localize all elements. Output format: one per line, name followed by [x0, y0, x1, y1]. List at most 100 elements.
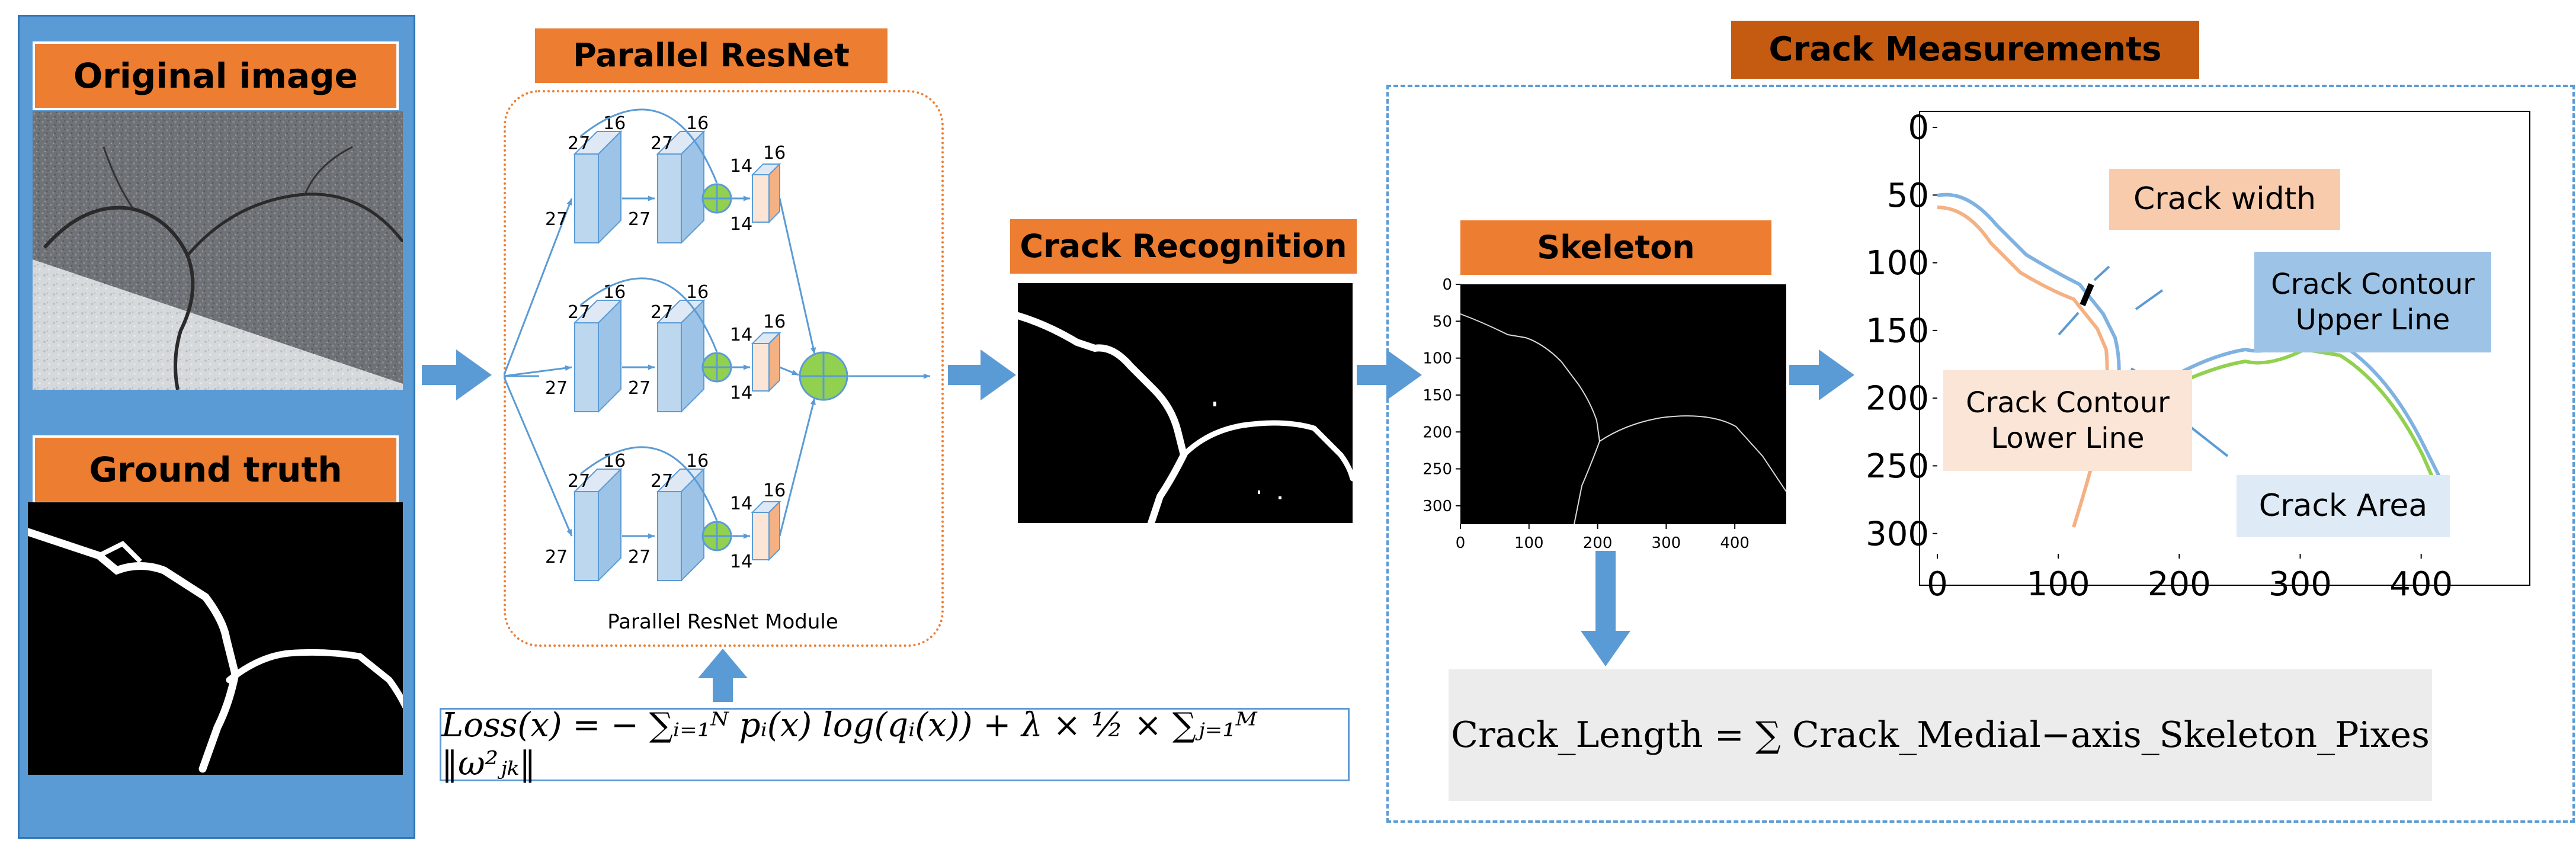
branch-3-conv-1-size: 27	[545, 547, 568, 567]
branch-2-conv-1	[573, 299, 623, 413]
branch-1-adder	[701, 183, 732, 214]
measure-xtick-0: 0	[1927, 565, 1948, 604]
branch-1-conv-2	[656, 130, 706, 245]
crack-area-annotation: Crack Area	[2237, 475, 2450, 537]
measure-ytick-4: 200	[1866, 380, 1929, 418]
skeleton-ytick-4: 200	[1422, 424, 1452, 441]
parallel-resnet-title: Parallel ResNet	[535, 28, 887, 83]
branch-3-out-block	[751, 500, 781, 562]
branch-2-adder	[701, 352, 732, 383]
arrow-recognition-to-skeleton	[1357, 349, 1422, 400]
branch-2-conv-1-size: 27	[545, 378, 568, 399]
branch-3-conv-2	[656, 467, 706, 582]
measure-xtick-4: 400	[2389, 565, 2453, 604]
measure-ytick-3: 150	[1866, 312, 1929, 350]
branch-3-out-size: 14	[730, 551, 752, 572]
measure-xtick-1: 100	[2027, 565, 2090, 604]
area-arrow	[2185, 422, 2229, 457]
merge-arrow-top	[778, 198, 816, 355]
branch-1-out-block	[751, 162, 781, 224]
branch-2-conv-2-side	[681, 299, 704, 413]
branch-3-conv-2-side	[681, 467, 704, 582]
upper-line-annotation: Crack Contour Upper Line	[2254, 252, 2491, 352]
merge-adder	[799, 351, 848, 401]
crack-recognition-output	[1018, 283, 1353, 523]
ground-truth-label: Ground truth	[33, 435, 399, 504]
branch-1-input-arrow-head	[566, 198, 572, 206]
arrow-loss-to-resnet	[698, 649, 748, 702]
width-arrow-top	[2093, 265, 2110, 281]
branch-3-adder	[701, 521, 732, 551]
skeleton-image	[1460, 284, 1786, 524]
measure-xtick-3: 300	[2269, 565, 2332, 604]
crack-width-marker	[2080, 283, 2094, 306]
branch-3-conv-1-front	[574, 491, 599, 581]
measure-ytick-5: 250	[1866, 447, 1929, 486]
branch-2-out-width: 14	[730, 325, 752, 345]
merge-output-arrow-head	[923, 373, 930, 379]
branch-1-out-width: 14	[730, 156, 752, 177]
branch-3-conv-2-front	[657, 491, 682, 581]
branch-2-out-channels: 16	[763, 312, 786, 332]
branch-1-conv-2-side	[681, 130, 704, 245]
branch-1-conv-1-channels: 16	[603, 113, 626, 134]
branch-1-conv-2-width: 27	[651, 133, 673, 154]
merge-arrow-top-head	[810, 347, 816, 354]
branch-3-out-channels: 16	[763, 480, 786, 501]
skeleton-xtick-4: 400	[1720, 534, 1750, 552]
crack-measurements-title: Crack Measurements	[1731, 21, 2199, 79]
branch-1-conv-1-width: 27	[568, 133, 590, 154]
skeleton-ytick-5: 250	[1422, 461, 1452, 479]
arrow-skeleton-to-length	[1581, 551, 1630, 666]
original-image	[33, 111, 403, 390]
merge-arrow-mid-head	[792, 370, 799, 376]
branch-2-conv-arrow-head	[648, 364, 655, 370]
loss-formula: Loss(x) = − ∑ᵢ₌₁ᴺ pᵢ(x) log(qᵢ(x)) + λ ×…	[440, 706, 1350, 783]
skeleton-label: Skeleton	[1460, 220, 1771, 275]
branch-2-conv-1-width: 27	[568, 302, 590, 323]
branch-3-conv-1-width: 27	[568, 471, 590, 492]
branch-3-conv-2-width: 27	[651, 471, 673, 492]
branch-2-conv-1-front	[574, 322, 599, 412]
measure-ytick-0: 0	[1908, 109, 1929, 147]
branch-2-to-out-arrow-head	[743, 364, 750, 370]
branch-1-skip-connection	[580, 108, 718, 184]
branch-2-out-block-side	[768, 331, 780, 393]
ground-truth-mask	[28, 502, 403, 775]
branch-3-conv-1-channels: 16	[603, 451, 626, 471]
resnet-network: 2727162727161416142727162727161416142727…	[504, 108, 930, 582]
branch-2-input-arrow-head	[565, 365, 572, 371]
arrow-skeleton-to-plot	[1789, 349, 1854, 400]
branch-1-input-arrow	[504, 198, 573, 377]
branch-3-out-block-side	[768, 500, 780, 562]
skeleton-ytick-1: 50	[1433, 313, 1452, 331]
skeleton-ytick-3: 150	[1422, 387, 1452, 405]
skeleton-xtick-0: 0	[1456, 534, 1466, 552]
original-image-label: Original image	[33, 41, 399, 110]
branch-1-out-size: 14	[730, 214, 752, 235]
branch-3-input-arrow	[504, 376, 573, 537]
branch-3-input-arrow-head	[566, 529, 572, 536]
branch-2-conv-2-front	[657, 322, 682, 412]
resnet-module-frame	[504, 90, 944, 647]
branch-1-conv-2-front	[657, 153, 682, 243]
branch-3-conv-1	[573, 467, 623, 582]
skeleton-xtick-1: 100	[1514, 534, 1544, 552]
crack-length-formula: Crack_Length = ∑ Crack_Medial−axis_Skele…	[1449, 669, 2432, 801]
branch-3-out-width: 14	[730, 493, 752, 514]
branch-2-conv-2-width: 27	[651, 302, 673, 323]
measure-xtick-2: 200	[2148, 565, 2211, 604]
upper-line-arrow	[2135, 289, 2164, 310]
branch-2-conv-1-side	[598, 299, 621, 413]
branch-1-conv-1	[573, 130, 623, 245]
branch-3-conv-2-size: 27	[628, 547, 651, 567]
arrow-input-to-resnet	[422, 349, 492, 400]
skeleton-ytick-6: 300	[1422, 498, 1452, 515]
branch-1-conv-1-front	[574, 153, 599, 243]
branch-2-conv-1-channels: 16	[603, 282, 626, 303]
branch-2-input-arrow	[504, 366, 572, 377]
crack-recognition-label: Crack Recognition	[1010, 219, 1357, 274]
